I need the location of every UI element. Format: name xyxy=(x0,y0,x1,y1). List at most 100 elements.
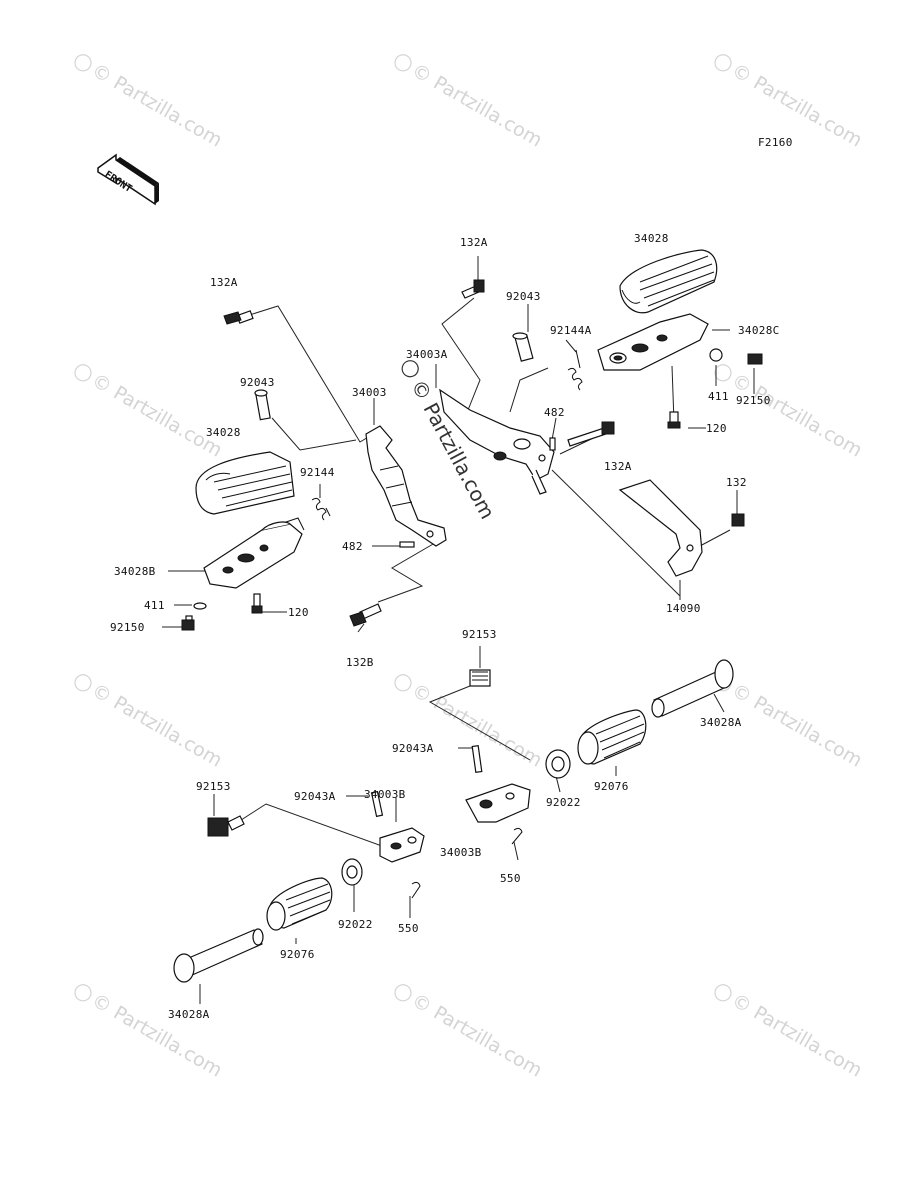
footpeg-34028C-icon xyxy=(597,313,709,371)
bolt-132-icon xyxy=(731,513,745,527)
label-92150-right: 92150 xyxy=(736,394,771,407)
svg-text:© Partzilla.com: © Partzilla.com xyxy=(728,679,866,771)
svg-text:© Partzilla.com: © Partzilla.com xyxy=(728,59,866,151)
lower-left-assembly xyxy=(173,790,425,1004)
svg-text:© Partzilla.com: © Partzilla.com xyxy=(408,59,546,151)
bracket-34003-icon xyxy=(365,425,447,547)
left-upper-assembly xyxy=(162,305,447,633)
label-34028A-left: 34028A xyxy=(168,1008,210,1021)
svg-text:© Partzilla.com: © Partzilla.com xyxy=(728,989,866,1081)
peg-34028A-right-icon xyxy=(651,659,734,718)
figure-code: F2160 xyxy=(758,136,793,149)
svg-text:© Partzilla.com: © Partzilla.com xyxy=(88,369,226,461)
bracket-34003B-right-icon xyxy=(465,783,531,823)
label-482-left: 482 xyxy=(342,540,363,553)
right-upper-assembly xyxy=(435,249,763,600)
label-92043-top: 92043 xyxy=(506,290,541,303)
watermark: © Partzilla.com xyxy=(394,674,546,772)
bolt-132A-left-icon xyxy=(223,310,254,325)
footpeg-rubber-34028-left-icon xyxy=(195,451,295,515)
label-92022-left: 92022 xyxy=(338,918,373,931)
label-411-right: 411 xyxy=(708,390,729,403)
svg-text:© Partzilla.com: © Partzilla.com xyxy=(408,989,546,1081)
front-arrow-icon: FRONT xyxy=(97,153,159,206)
pin-92043-top-icon xyxy=(512,332,534,362)
bolt-132A-top-icon xyxy=(461,279,485,299)
heel-guard-14090-icon xyxy=(618,479,703,577)
pin-92043A-left-icon xyxy=(370,790,384,818)
lower-right-assembly xyxy=(428,646,734,861)
footpeg-rubber-34028-right-icon xyxy=(619,249,718,314)
label-92076-left: 92076 xyxy=(280,948,315,961)
label-34003: 34003 xyxy=(352,386,387,399)
pin-92043-left-icon xyxy=(254,389,271,421)
label-14090: 14090 xyxy=(666,602,701,615)
rubber-92076-right-icon xyxy=(577,709,647,765)
label-92144A: 92144A xyxy=(550,324,592,337)
spring-92144A-icon xyxy=(567,349,583,391)
watermark: © Partzilla.com xyxy=(74,984,226,1082)
part-labels: 132A 92043 34003 34028 92144 482 34028B … xyxy=(110,232,780,1021)
bolt-132B-icon xyxy=(349,603,382,627)
pin-482-right-icon xyxy=(549,437,556,451)
bracket-34003B-left-icon xyxy=(379,827,425,863)
bolt-92150-right-icon xyxy=(747,353,763,365)
bolt-120-right-icon xyxy=(667,411,681,429)
watermark: © Partzilla.com xyxy=(714,984,866,1082)
label-120-right: 120 xyxy=(706,422,727,435)
bolt-120-left-icon xyxy=(251,593,263,614)
svg-text:© Partzilla.com: © Partzilla.com xyxy=(88,59,226,151)
washer-411-left-icon xyxy=(193,602,207,610)
footpeg-34028B-icon xyxy=(203,517,305,589)
watermark: © Partzilla.com xyxy=(74,54,226,152)
label-92153-top: 92153 xyxy=(462,628,497,641)
watermarks: © Partzilla.com © Partzilla.com © Partzi… xyxy=(74,54,866,1082)
label-132: 132 xyxy=(726,476,747,489)
spring-92144-icon xyxy=(311,497,331,521)
label-132B: 132B xyxy=(346,656,374,669)
label-34028-left: 34028 xyxy=(206,426,241,439)
watermark: © Partzilla.com xyxy=(714,364,866,462)
pin-482-left-icon xyxy=(399,541,415,548)
pin-92043A-right-icon xyxy=(471,745,483,773)
watermark: © Partzilla.com xyxy=(74,674,226,772)
bolt-92153-top-icon xyxy=(469,669,491,687)
label-132A-right: 132A xyxy=(604,460,632,473)
bracket-34003A-icon xyxy=(439,388,555,495)
watermark: © Partzilla.com xyxy=(394,984,546,1082)
cotter-pin-550-left-icon xyxy=(411,881,421,899)
label-92153-left: 92153 xyxy=(196,780,231,793)
label-92076-right: 92076 xyxy=(594,780,629,793)
svg-text:© Partzilla.com: © Partzilla.com xyxy=(406,375,500,523)
label-132A-top: 132A xyxy=(460,236,488,249)
label-92043A-right: 92043A xyxy=(392,742,434,755)
peg-34028A-left-icon xyxy=(173,928,264,983)
label-550-left: 550 xyxy=(398,922,419,935)
watermark: © Partzilla.com xyxy=(394,54,546,152)
label-550-right: 550 xyxy=(500,872,521,885)
label-92022-right: 92022 xyxy=(546,796,581,809)
label-120-left: 120 xyxy=(288,606,309,619)
label-92144: 92144 xyxy=(300,466,335,479)
label-34028C: 34028C xyxy=(738,324,780,337)
bolt-132A-right-icon xyxy=(567,421,615,447)
label-482-right: 482 xyxy=(544,406,565,419)
label-34003B-left: 34003B xyxy=(364,788,406,801)
label-34003B-right: 34003B xyxy=(440,846,482,859)
label-34028-right: 34028 xyxy=(634,232,669,245)
rubber-92076-left-icon xyxy=(266,877,333,931)
washer-92022-right-icon xyxy=(545,749,571,779)
svg-text:© Partzilla.com: © Partzilla.com xyxy=(88,679,226,771)
label-92150-left: 92150 xyxy=(110,621,145,634)
cotter-pin-550-right-icon xyxy=(511,827,523,845)
svg-text:© Partzilla.com: © Partzilla.com xyxy=(88,989,226,1081)
washer-92022-left-icon xyxy=(341,858,363,886)
label-411-left: 411 xyxy=(144,599,165,612)
label-92043A-left: 92043A xyxy=(294,790,336,803)
watermark: © Partzilla.com xyxy=(74,364,226,462)
svg-text:© Partzilla.com: © Partzilla.com xyxy=(728,369,866,461)
bolt-92150-left-icon xyxy=(181,615,195,631)
label-34028B: 34028B xyxy=(114,565,156,578)
label-92043-left: 92043 xyxy=(240,376,275,389)
